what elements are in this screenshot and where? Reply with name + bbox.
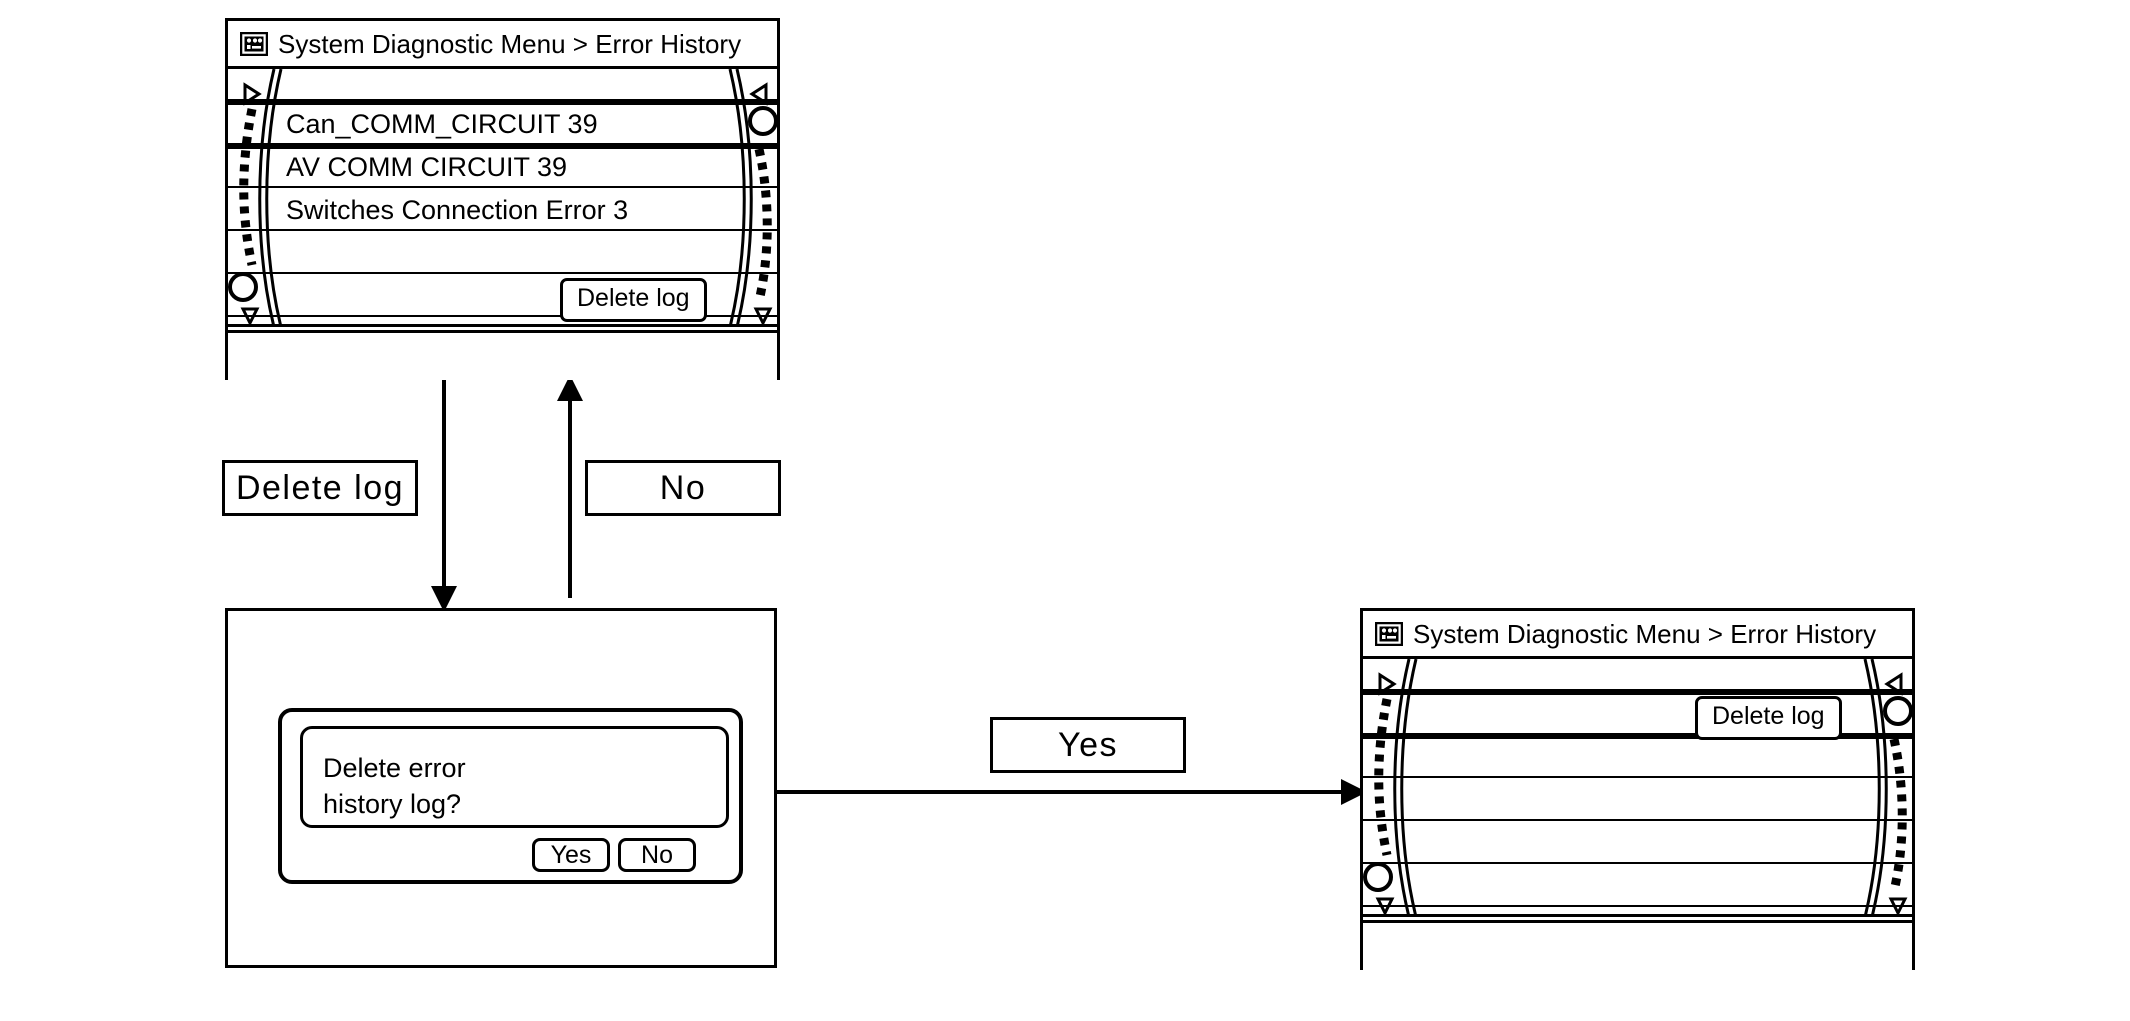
list-item[interactable]: Can_COMM_CIRCUIT 39 [286, 109, 598, 139]
scroll-thumb-circle [228, 272, 258, 302]
connector-yes [777, 790, 1355, 794]
row-separator-thick [228, 143, 777, 149]
connector-delete-log [442, 380, 446, 598]
screen-title-before: System Diagnostic Menu > Error History [278, 28, 742, 59]
row-separator-thick [1363, 689, 1912, 695]
flow-label-delete-log: Delete log [222, 460, 418, 516]
diagnostic-menu-icon [1375, 621, 1403, 646]
arrowhead-down-delete-log [431, 586, 457, 612]
list-item[interactable]: AV COMM CIRCUIT 39 [286, 152, 568, 182]
titlebar-after: System Diagnostic Menu > Error History [1363, 611, 1912, 659]
scroll-thumb-circle [1883, 696, 1912, 726]
scroll-thumb-circle [1363, 862, 1393, 892]
dialog-message: Delete error history log? [323, 753, 466, 819]
dialog-message-panel: Delete error history log? [300, 726, 729, 828]
row-separator [228, 229, 777, 231]
diagnostic-menu-icon [240, 31, 268, 56]
list-body-after: Delete log [1363, 659, 1912, 917]
screen-error-history-before: System Diagnostic Menu > Error History C… [225, 18, 780, 380]
screen-title-after: System Diagnostic Menu > Error History [1413, 618, 1877, 649]
titlebar-before: System Diagnostic Menu > Error History [228, 21, 777, 69]
row-separator [1363, 819, 1912, 821]
row-separator-thick [1363, 733, 1912, 739]
screen-error-history-after: System Diagnostic Menu > Error History D… [1360, 608, 1915, 970]
scroll-rail-left-inner [265, 69, 283, 324]
scroll-rail-right-outer [735, 69, 753, 324]
scroll-thumb-circle [748, 106, 777, 136]
row-separator-thick [228, 99, 777, 105]
delete-log-button[interactable]: Delete log [560, 278, 707, 322]
scroll-track-right [754, 148, 772, 303]
scroll-rail-left-outer [258, 69, 276, 324]
row-separator [1363, 776, 1912, 778]
scroll-rail-left-outer [1393, 659, 1411, 914]
flow-label-no: No [585, 460, 781, 516]
scroll-rail-right-outer [1870, 659, 1888, 914]
screen-footer-before [228, 330, 777, 380]
row-separator [1363, 905, 1912, 907]
scroll-rail-left-inner [1400, 659, 1418, 914]
screen-delete-confirm: Delete error history log? Yes No [225, 608, 777, 968]
scroll-rail-right-inner [728, 69, 746, 324]
row-separator [1363, 862, 1912, 864]
scroll-rail-right-inner [1863, 659, 1881, 914]
flow-label-yes: Yes [990, 717, 1186, 773]
row-separator [228, 315, 777, 317]
dialog-yes-button[interactable]: Yes [532, 838, 610, 872]
row-separator [228, 186, 777, 188]
dialog-no-button[interactable]: No [618, 838, 696, 872]
row-separator [228, 272, 777, 274]
list-body-before: Can_COMM_CIRCUIT 39 AV COMM CIRCUIT 39 S… [228, 69, 777, 327]
list-item[interactable]: Switches Connection Error 3 [286, 195, 629, 225]
delete-log-button[interactable]: Delete log [1695, 696, 1842, 740]
confirm-dialog: Delete error history log? Yes No [278, 708, 743, 884]
connector-no [568, 392, 572, 598]
screen-footer-after [1363, 920, 1912, 970]
scroll-track-right [1889, 738, 1907, 893]
